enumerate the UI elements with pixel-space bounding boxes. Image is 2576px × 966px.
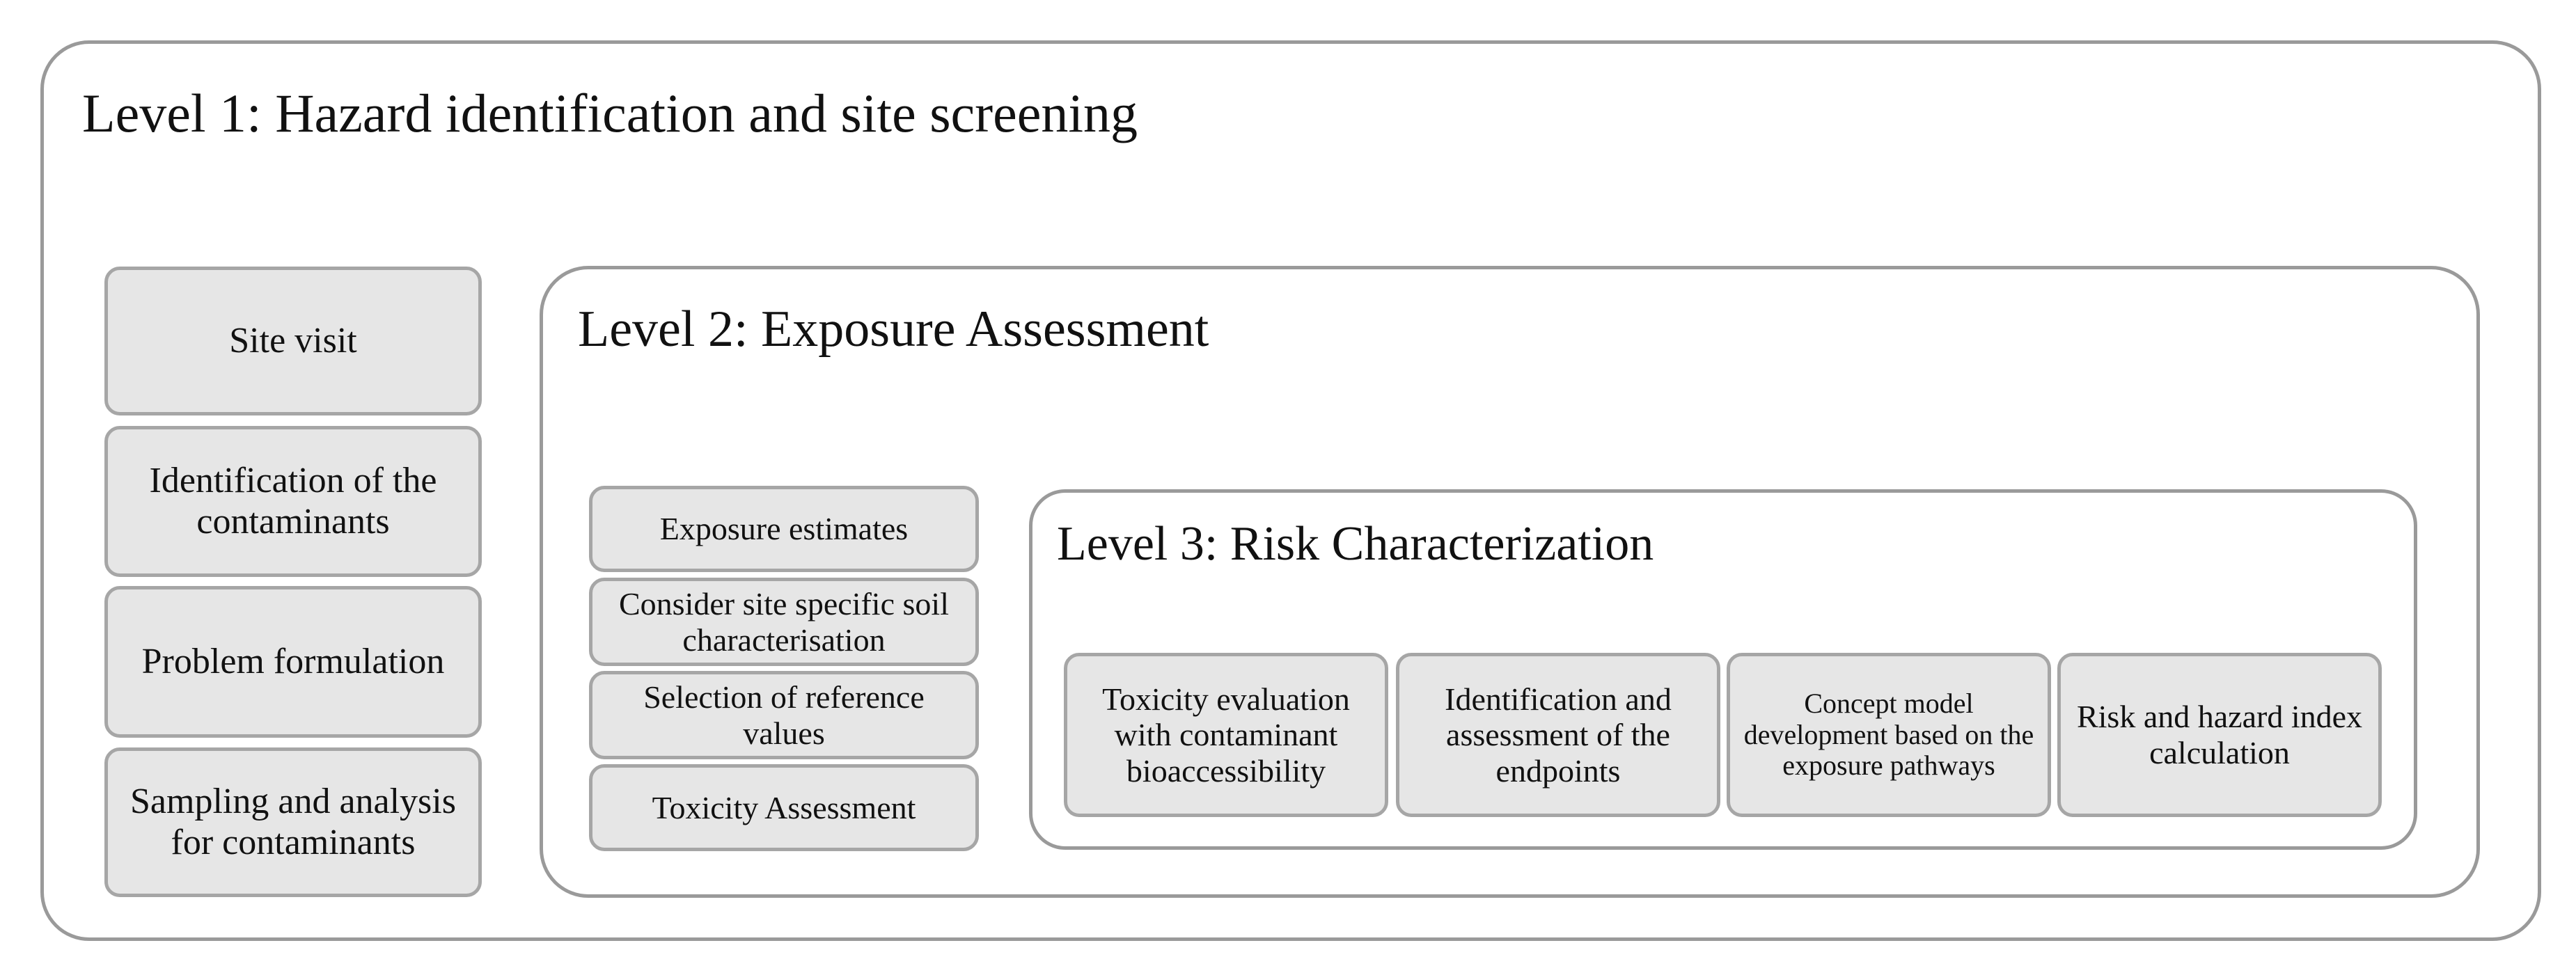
- site-specific-soil-label: Consider site specific soil characterisa…: [619, 585, 949, 658]
- sampling-and-analysis-box: Sampling and analysis for contaminants: [104, 747, 482, 897]
- exposure-estimates-box: Exposure estimates: [589, 486, 979, 572]
- site-specific-soil-box: Consider site specific soil characterisa…: [589, 578, 979, 666]
- level-2-title: Level 2: Exposure Assessment: [578, 301, 1209, 358]
- sampling-and-analysis-label: Sampling and analysis for contaminants: [130, 782, 456, 862]
- risk-hazard-index-label: Risk and hazard index calculation: [2076, 699, 2363, 770]
- concept-model-label: Concept model development based on the e…: [1743, 687, 2034, 782]
- level-3-title: Level 3: Risk Characterization: [1057, 517, 1654, 571]
- reference-values-label: Selection of reference values: [643, 679, 925, 751]
- toxicity-evaluation-box: Toxicity evaluation with contaminant bio…: [1064, 653, 1388, 817]
- toxicity-evaluation-label: Toxicity evaluation with contaminant bio…: [1102, 681, 1350, 789]
- toxicity-assessment-label: Toxicity Assessment: [652, 789, 916, 825]
- identification-of-contaminants-box: Identification of the contaminants: [104, 426, 482, 577]
- problem-formulation-box: Problem formulation: [104, 586, 482, 738]
- level-1-title: Level 1: Hazard identification and site …: [82, 83, 1138, 143]
- problem-formulation-label: Problem formulation: [141, 641, 445, 681]
- concept-model-box: Concept model development based on the e…: [1727, 653, 2051, 817]
- toxicity-assessment-box: Toxicity Assessment: [589, 764, 979, 851]
- identification-of-contaminants-label: Identification of the contaminants: [149, 461, 437, 541]
- endpoints-assessment-box: Identification and assessment of the end…: [1396, 653, 1720, 817]
- site-visit-box: Site visit: [104, 267, 482, 415]
- risk-hazard-index-box: Risk and hazard index calculation: [2057, 653, 2382, 817]
- exposure-estimates-label: Exposure estimates: [659, 511, 909, 547]
- reference-values-box: Selection of reference values: [589, 671, 979, 759]
- site-visit-label: Site visit: [229, 320, 357, 361]
- endpoints-assessment-label: Identification and assessment of the end…: [1445, 681, 1672, 789]
